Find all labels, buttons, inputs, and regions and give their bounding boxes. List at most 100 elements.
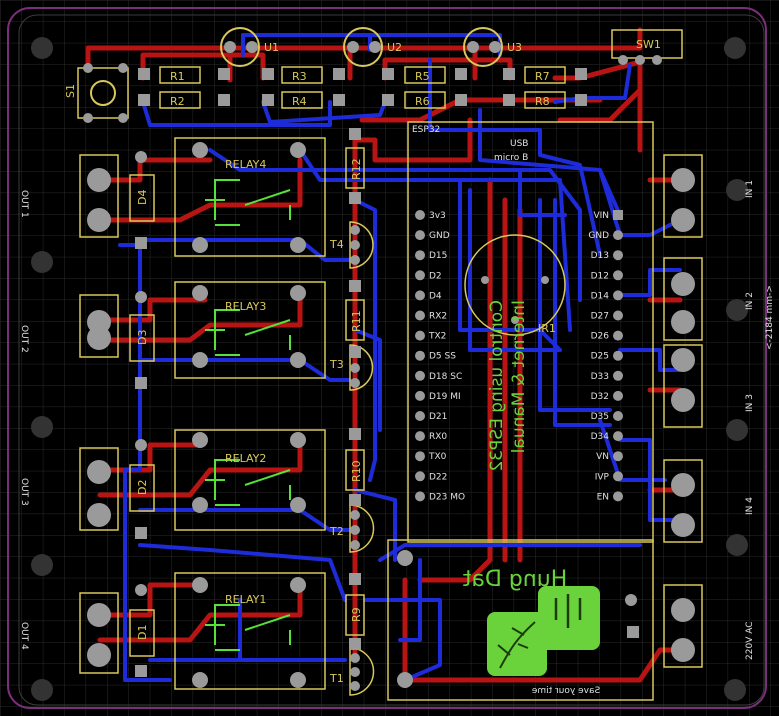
label-out4: OUT 4 (19, 622, 29, 650)
esp32-left-pad (415, 431, 425, 442)
bottom-copper-traces (118, 33, 692, 682)
relay4-outline (174, 137, 326, 257)
mounting-holes (31, 37, 748, 701)
esp32-left-pad (415, 491, 425, 502)
resistor-bodies (159, 66, 566, 636)
label-t4: T4 (329, 238, 344, 251)
esp32-right-pin-label: D27 (591, 312, 609, 322)
esp32-right-pin-label: GND (588, 231, 609, 241)
label-r9: R9 (350, 607, 363, 622)
relay-schematic-lines (205, 179, 291, 651)
esp32-right-pin-label: IVP (595, 472, 610, 482)
esp32-right-pin-label: D26 (591, 332, 610, 342)
terminal-blocks (77, 29, 703, 701)
esp32-left-pin-label: RX2 (429, 312, 447, 322)
mounting-hole-tl (31, 37, 53, 59)
label-u1: U1 (264, 41, 279, 54)
esp32-right-pad (613, 250, 623, 261)
hung-dat-logo: Hung Dat Save your time (462, 567, 600, 696)
label-relay4: RELAY4 (225, 158, 266, 171)
esp32-left-pad (415, 310, 425, 321)
esp32-right-pin-label: D34 (591, 432, 610, 442)
esp32-right-pin-label: D32 (591, 392, 609, 402)
s1-outline (77, 67, 129, 119)
esp32-right-pad (613, 411, 623, 421)
esp32-left-pin-label: TX2 (428, 332, 446, 342)
label-r10: R10 (350, 460, 363, 482)
in1-terminal (663, 154, 703, 238)
u2-capacitor (343, 27, 383, 67)
label-usb: USB (510, 139, 528, 149)
label-sw1: SW1 (636, 38, 661, 51)
in3-terminal (663, 344, 703, 428)
board-outline (7, 7, 767, 709)
label-u2: U2 (387, 41, 402, 54)
label-t2: T2 (329, 525, 344, 538)
esp32-right-pad (613, 230, 623, 241)
esp32-right-pad (613, 350, 623, 361)
label-dimension: <-2184 mm-> (765, 285, 775, 350)
label-in3: IN 3 (745, 394, 755, 412)
diodes (129, 174, 155, 657)
s1-button (90, 80, 116, 106)
esp32-pin-pads (415, 210, 623, 502)
label-relay1: RELAY1 (225, 593, 266, 606)
out4-terminal (79, 592, 119, 674)
label-t1: T1 (329, 672, 344, 685)
label-s1: S1 (64, 84, 77, 98)
label-d4: D4 (136, 190, 149, 205)
label-esp32: ESP32 (412, 125, 440, 135)
power-module-outline (387, 539, 654, 701)
label-r11: R11 (350, 310, 363, 332)
esp32-right-pin-label: D12 (591, 271, 609, 281)
label-relay3: RELAY3 (225, 300, 266, 313)
esp32-left-pin-label: D23 MO (429, 492, 465, 502)
esp32-right-pad (613, 471, 623, 482)
label-in1: IN 1 (745, 180, 755, 198)
esp32-right-pin-label: EN (597, 492, 609, 502)
esp32-left-pad (415, 230, 425, 241)
leaf-icon (497, 621, 536, 669)
label-in4: IN 4 (745, 497, 755, 515)
esp32-left-pad (415, 451, 425, 462)
out2-terminal (79, 294, 119, 358)
esp32-left-pin-label: D15 (429, 251, 447, 261)
label-t3: T3 (329, 358, 344, 371)
esp32-right-pin-label: D13 (591, 251, 609, 261)
esp32-right-pad (613, 310, 623, 321)
label-d3: D3 (136, 330, 149, 345)
ac-terminal (663, 584, 703, 668)
label-usb-micro-b: micro B (494, 153, 528, 163)
esp32-left-pad (415, 330, 425, 341)
esp32-left-pin-label: D19 MI (429, 392, 461, 402)
board-inner-outline (18, 14, 765, 706)
relay3-outline (174, 281, 326, 379)
esp32-left-pin-label: D2 (429, 271, 442, 281)
esp32-left-pin-label: D5 SS (429, 352, 456, 362)
esp32-right-pad (613, 491, 623, 502)
label-r7: R7 (535, 70, 550, 83)
mirrored-line-2: Internet & Manual (509, 300, 529, 453)
label-r5: R5 (415, 70, 430, 83)
relay2-outline (174, 429, 326, 531)
mounting-hole-tr (724, 37, 746, 59)
esp32-left-pad (415, 390, 425, 401)
label-r6: R6 (415, 95, 430, 108)
esp32-left-pad (415, 210, 425, 220)
label-r1: R1 (170, 70, 185, 83)
label-out1: OUT 1 (19, 190, 29, 218)
relay1-outline (174, 572, 326, 690)
esp32-left-pad (415, 270, 425, 281)
esp32-left-pad (415, 290, 425, 301)
esp32-left-pad (415, 250, 425, 261)
plug-icon (554, 594, 582, 628)
esp32-outline (407, 121, 654, 543)
esp32-right-pad (613, 270, 623, 281)
esp32-left-pad (415, 350, 425, 361)
esp32-right-pad (613, 210, 623, 220)
relay-outlines (174, 137, 326, 690)
label-ir1: IR1 (538, 322, 556, 335)
